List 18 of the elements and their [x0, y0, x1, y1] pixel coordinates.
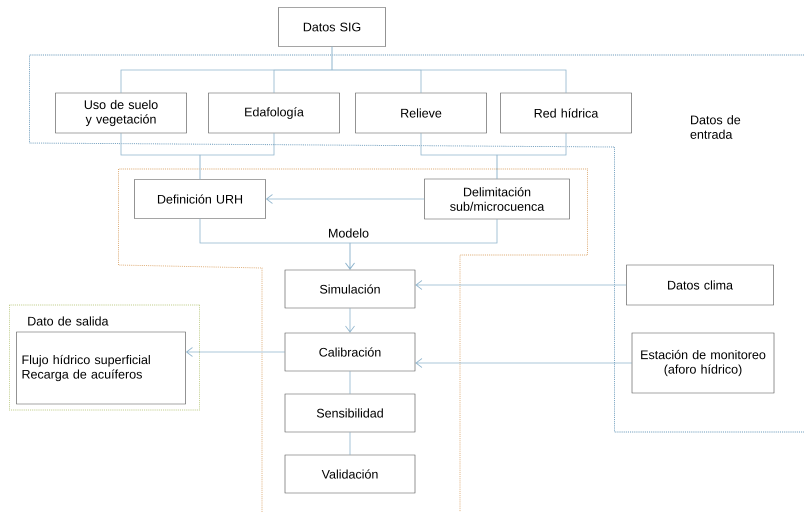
- process-box: Estación de monitoreo (aforo hídrico): [632, 332, 774, 394]
- process-box: Red hídrica: [500, 92, 632, 134]
- process-box: Uso de suelo y vegetación: [55, 92, 187, 134]
- process-box: Datos clima: [626, 264, 774, 306]
- arrow: [345, 218, 498, 270]
- process-box: Edafología: [208, 92, 340, 134]
- process-box: Datos SIG: [278, 7, 386, 47]
- connector-line: [200, 132, 274, 180]
- process-box: Validación: [284, 454, 416, 494]
- arrow: [415, 280, 627, 290]
- arrow: [266, 194, 425, 204]
- connector-line: [332, 46, 566, 94]
- arrow: [345, 308, 355, 333]
- process-box: Flujo hídrico superficial Recarga de acuíferos: [16, 332, 186, 404]
- connector-line: [496, 132, 566, 180]
- arrow: [415, 358, 632, 368]
- arrow: [186, 347, 286, 357]
- process-box: Relieve: [355, 92, 487, 134]
